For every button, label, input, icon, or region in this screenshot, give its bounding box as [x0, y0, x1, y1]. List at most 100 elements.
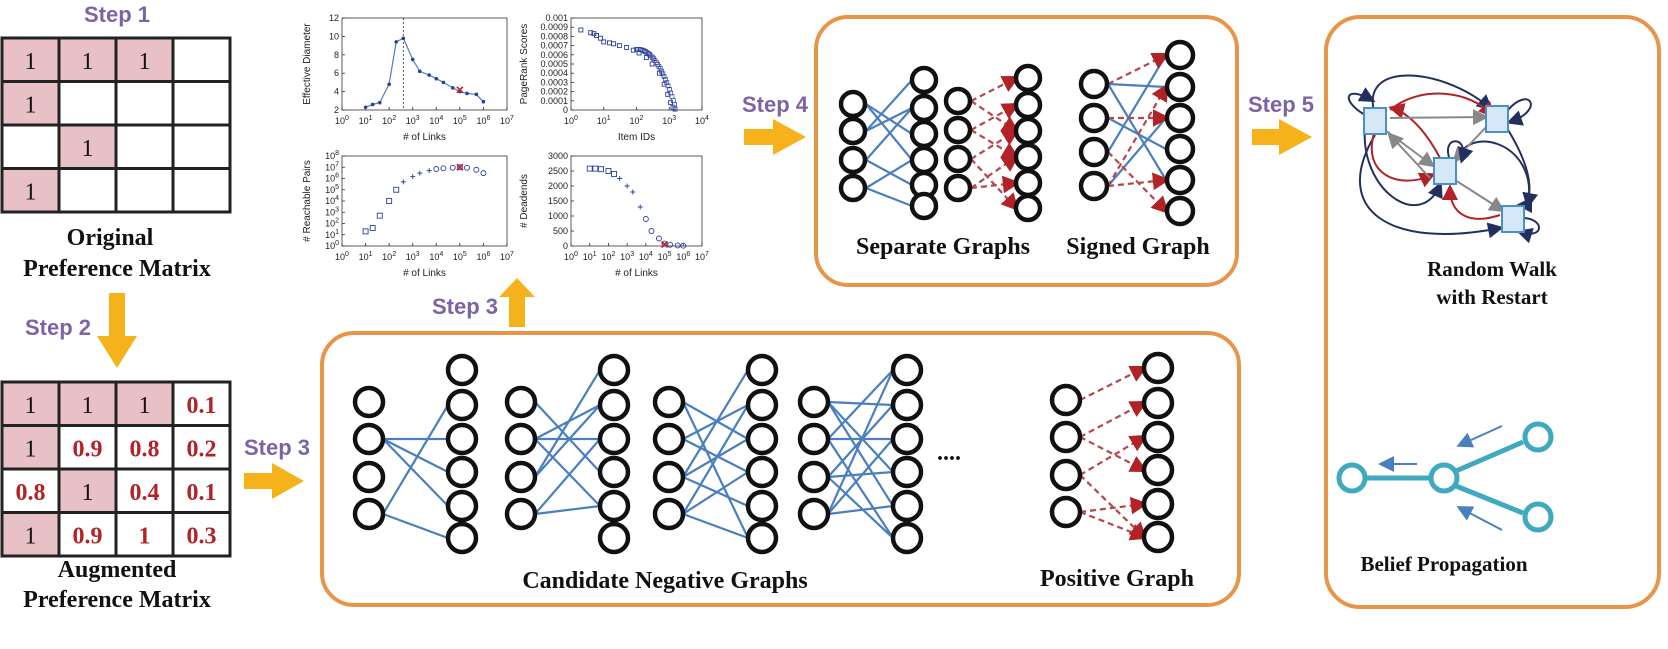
graph-node: [1049, 420, 1083, 454]
graph-node: [1164, 195, 1196, 227]
data-point: [611, 41, 617, 47]
graph-edge: [827, 470, 894, 479]
tick-label: 107: [695, 251, 709, 262]
data-point: [667, 241, 674, 248]
rwr-caption-line2: with Restart: [1436, 285, 1547, 309]
graph-edge: [534, 369, 601, 478]
step4-arrow: [744, 119, 806, 155]
data-point: [410, 174, 416, 180]
tick-label: 103: [406, 251, 420, 262]
tick-label: 107: [500, 115, 514, 126]
data-point: [636, 50, 642, 56]
tick-label: 105: [453, 251, 467, 262]
data-point: [624, 44, 630, 50]
step3-arrow-right: [244, 463, 304, 499]
tick-label: 101: [597, 115, 611, 126]
data-point: [386, 198, 393, 204]
step3-graphs-box: [320, 331, 1241, 607]
graph-edge: [970, 158, 1019, 212]
tick-label: 104: [429, 115, 443, 126]
chart-text: Effective Diameter: [302, 23, 313, 105]
chart-text: # of Links: [403, 268, 446, 279]
data-point: [441, 80, 446, 85]
graph-node: [597, 455, 631, 489]
tick-label: 103: [662, 115, 676, 126]
belief-propagation-illustration: [1336, 421, 1554, 533]
augmented-caption-line2: Preference Matrix: [23, 587, 211, 613]
tick-label: 0.0004: [540, 68, 568, 78]
graph-node: [1164, 39, 1196, 71]
data-point: [672, 102, 677, 108]
tick-label: 2000: [548, 181, 568, 191]
data-point: [592, 165, 599, 172]
tick-label: 105: [453, 115, 467, 126]
data-point: [661, 240, 668, 247]
data-point: [418, 69, 422, 74]
matrix-cell: [114, 167, 175, 214]
matrix-value: 0.1: [187, 480, 217, 506]
graph-edge: [382, 438, 449, 507]
data-point: [363, 105, 368, 110]
data-point: [481, 99, 486, 104]
graph-node: [1078, 136, 1110, 168]
data-point: [598, 35, 604, 41]
data-point: [607, 40, 612, 46]
step1-label: Step 1: [84, 2, 150, 27]
step2-label: Step 2: [25, 315, 91, 340]
matrix-value: 1: [139, 393, 151, 419]
data-point: [465, 91, 469, 96]
matrix-value: 0.3: [187, 523, 217, 549]
graph-node: [943, 144, 973, 174]
graph-edge: [865, 159, 913, 189]
data-point: [664, 80, 670, 85]
ellipsis: ....: [937, 440, 961, 466]
graph-node: [352, 422, 386, 456]
matrix-cell: [57, 167, 118, 214]
tick-label: 102: [325, 218, 339, 229]
tick-label: 0.0007: [540, 41, 568, 51]
matrix-cell: [171, 511, 232, 558]
matrix-value: 1: [25, 49, 37, 75]
data-point: [637, 204, 643, 210]
matrix-cell: [57, 80, 118, 127]
graph-node: [943, 173, 973, 203]
graph-node: [352, 460, 386, 494]
graph-node: [1141, 386, 1175, 420]
graph-node: [890, 388, 924, 422]
graph-node: [890, 489, 924, 523]
matrix-value: 0.8: [130, 436, 160, 462]
tick-label: 8: [334, 50, 339, 60]
data-point: [617, 176, 623, 181]
matrix-cell: [57, 380, 118, 427]
graph-edge: [865, 103, 913, 161]
data-point: [434, 76, 439, 81]
graph-node: [909, 119, 939, 149]
original-caption-line1: Original: [67, 225, 154, 251]
graph-node: [909, 191, 939, 221]
matrix-cell: [57, 467, 118, 514]
tick-label: 500: [553, 226, 568, 236]
graph-node: [1164, 164, 1196, 196]
matrix-value: 1: [82, 393, 94, 419]
graph-node: [890, 455, 924, 489]
graph-node: [1049, 458, 1083, 492]
tick-label: 3000: [548, 151, 568, 161]
tick-label: 0: [563, 241, 568, 251]
graph-edge: [1107, 82, 1167, 89]
graph-node: [943, 86, 973, 116]
graph-edge: [1079, 474, 1148, 541]
data-point: [630, 189, 636, 195]
data-point: [660, 71, 666, 77]
belief-propagation-caption: Belief Propagation: [1360, 552, 1527, 576]
graph-edge: [970, 175, 1021, 194]
graph-node: [838, 116, 868, 146]
graph-node: [352, 385, 386, 419]
tick-label: 104: [639, 251, 653, 262]
graph-node: [1164, 133, 1196, 165]
data-point: [642, 216, 649, 222]
matrix-cell: [57, 511, 118, 558]
plot-area: [341, 17, 508, 111]
matrix-value: 1: [139, 49, 151, 75]
